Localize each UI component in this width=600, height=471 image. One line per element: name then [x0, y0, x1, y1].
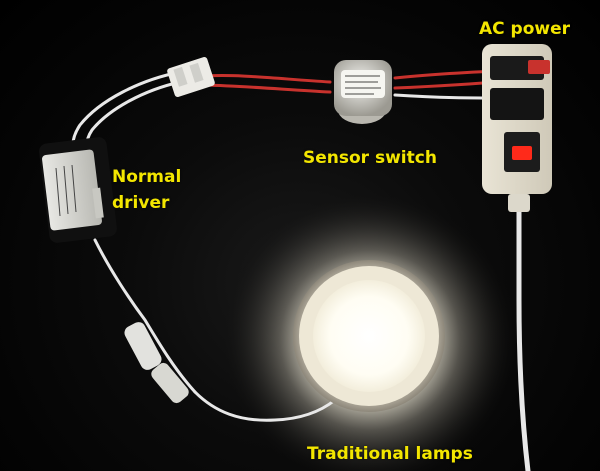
normal-driver-label-line1: Normal [112, 167, 182, 187]
normal-driver-label: Normal driver [112, 164, 202, 216]
normal-driver-label-line2: driver [112, 193, 170, 213]
sensor-switch-module [334, 60, 392, 124]
ac-power-label: AC power [479, 19, 571, 39]
traditional-lamp [293, 260, 445, 412]
sensor-switch-label: Sensor switch [303, 148, 437, 168]
ac-power-box [482, 44, 552, 212]
normal-driver-box [39, 137, 117, 243]
cable-connector [124, 322, 189, 404]
rocker-switch-light [512, 146, 532, 160]
terminal-block [167, 57, 215, 97]
traditional-lamps-label: Traditional lamps [307, 444, 473, 464]
